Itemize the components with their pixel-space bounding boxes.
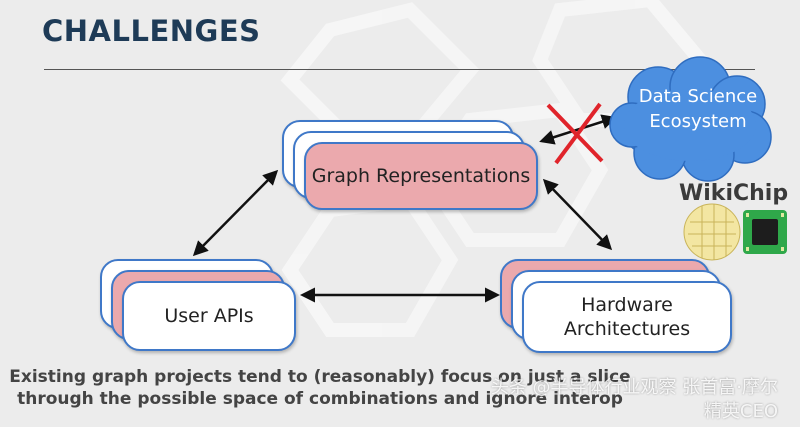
caption: Existing graph projects tend to (reasona…: [0, 366, 640, 410]
title-divider: [44, 69, 755, 70]
user-apis-label: User APIs: [164, 305, 254, 327]
hardware-architectures-label: Hardware Architectures: [563, 294, 691, 340]
arrow-graph-datascience: [539, 114, 617, 145]
wikichip-logo-text: WikiChip: [679, 181, 789, 206]
data-science-ecosystem-label: Data Science Ecosystem: [638, 86, 758, 132]
hardware-architectures-node: [522, 281, 732, 353]
graph-representations-node: [304, 142, 538, 210]
slide-title: CHALLENGES: [42, 14, 261, 48]
arrow-apis-graph: [192, 169, 279, 257]
arrow-graph-hardware: [542, 178, 613, 251]
caption-line-2: through the possible space of combinatio…: [17, 389, 623, 409]
graph-representations-label: Graph Representations: [311, 165, 531, 187]
watermark: 头条 @半导体行业观察 张首富·摩尔精英CEO: [490, 377, 778, 422]
caption-line-1: Existing graph projects tend to (reasona…: [9, 367, 631, 387]
user-apis-node: [122, 281, 296, 351]
